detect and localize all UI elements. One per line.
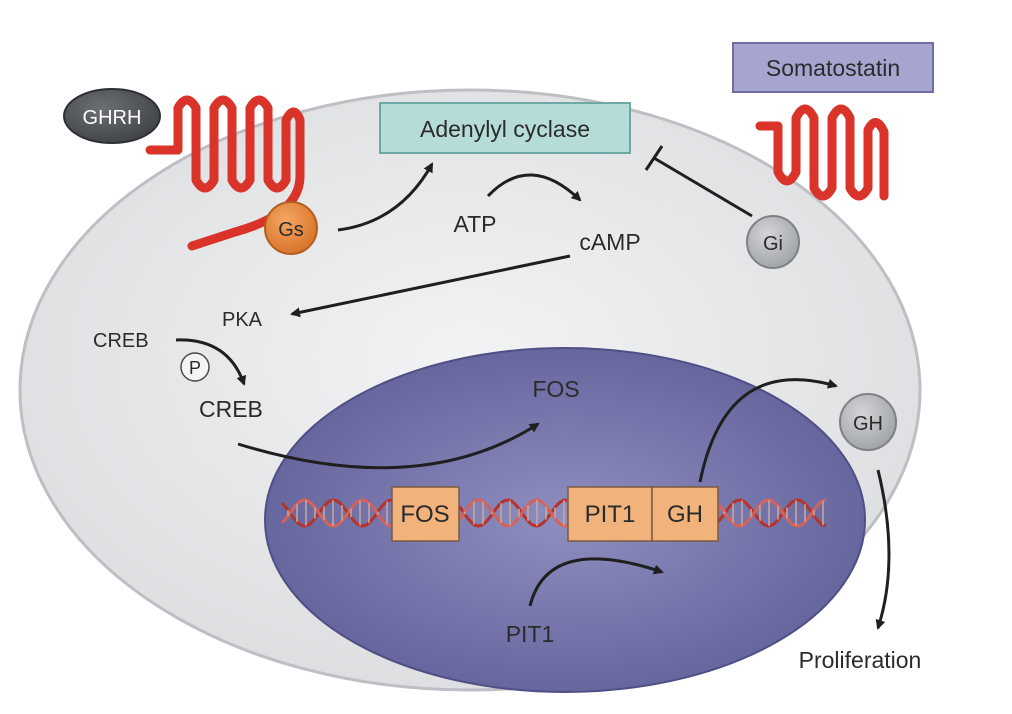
fos-product-label: FOS — [532, 376, 579, 402]
somatostatin-label: Somatostatin — [766, 55, 900, 81]
ghrh-label: GHRH — [83, 107, 142, 129]
fos-gene-box — [391, 486, 460, 542]
somatostatin-box — [732, 42, 934, 93]
creb-label: CREB — [93, 330, 149, 352]
adenylyl-cyclase-box — [379, 102, 631, 154]
phospho-circle — [180, 352, 210, 382]
gh-gene-box — [651, 486, 719, 542]
atp-to-camp-arrow — [486, 173, 582, 202]
gi-protein — [746, 215, 800, 269]
creb-phosphorylation-arrow — [175, 338, 247, 386]
proliferation-label: Proliferation — [799, 647, 922, 673]
dna-strand-a — [280, 498, 827, 528]
pit1-gene-box — [567, 486, 653, 542]
creb-to-fos-arrow — [237, 422, 540, 470]
somatostatin-receptor — [755, 104, 889, 201]
pit1-gene-label: PIT1 — [585, 501, 636, 528]
atp-label: ATP — [453, 211, 496, 237]
creb-active-label: CREB — [199, 396, 263, 422]
fos-gene-label: FOS — [400, 501, 449, 528]
gh-secreted-circle — [839, 393, 897, 451]
gh-secreted-label: GH — [853, 413, 883, 435]
gi-inhibition-line — [653, 156, 753, 218]
gh-expression-arrow — [698, 378, 838, 483]
pit1-factor-label: PIT1 — [506, 621, 555, 647]
camp-label: cAMP — [579, 229, 640, 255]
gh-gene-label: GH — [667, 501, 703, 528]
gs-to-adenylyl-arrow — [337, 162, 434, 232]
gi-label: Gi — [763, 233, 783, 255]
camp-to-pka-arrow — [290, 254, 571, 318]
gs-protein — [264, 201, 318, 255]
dna-strand-b — [280, 498, 827, 528]
ghrh-ligand — [63, 88, 161, 144]
pit1-to-gh-arrow — [528, 557, 664, 607]
gh-to-proliferation-arrow — [875, 469, 891, 630]
phospho-label: P — [189, 358, 201, 378]
gi-inhibition-bar — [644, 145, 664, 171]
adenylyl-cyclase-label: Adenylyl cyclase — [420, 116, 590, 142]
gs-label: Gs — [278, 219, 304, 241]
ghrh-receptor — [145, 95, 305, 251]
dna-helix — [280, 498, 827, 528]
pka-label: PKA — [222, 309, 263, 331]
